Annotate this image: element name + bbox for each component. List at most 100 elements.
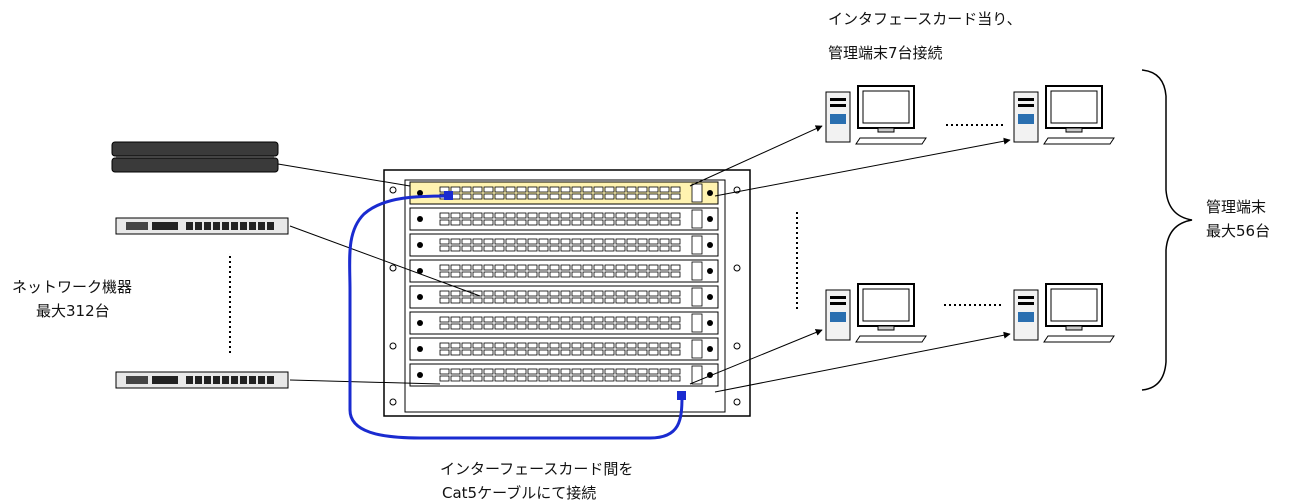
port	[615, 212, 626, 219]
port	[472, 323, 483, 330]
keyboard	[855, 137, 927, 145]
interface-card	[409, 207, 719, 231]
port	[516, 186, 527, 193]
port	[472, 245, 483, 252]
port	[505, 219, 516, 226]
port	[560, 193, 571, 200]
port	[582, 323, 593, 330]
port	[527, 271, 538, 278]
port	[560, 290, 571, 297]
port	[472, 271, 483, 278]
switch-port	[231, 376, 238, 384]
port	[626, 264, 637, 271]
card-led	[417, 242, 423, 248]
port	[483, 368, 494, 375]
drive-bay	[830, 114, 846, 124]
port	[637, 297, 648, 304]
port	[593, 219, 604, 226]
port	[659, 297, 670, 304]
port	[516, 264, 527, 271]
card-led	[417, 372, 423, 378]
port	[659, 368, 670, 375]
port	[604, 375, 615, 382]
port	[516, 375, 527, 382]
port	[637, 264, 648, 271]
port	[450, 245, 461, 252]
port	[527, 368, 538, 375]
port	[560, 219, 571, 226]
interface-card-slot	[409, 363, 719, 387]
port	[626, 212, 637, 219]
port	[648, 186, 659, 193]
port	[626, 316, 637, 323]
rack-screw	[389, 186, 397, 194]
port	[450, 316, 461, 323]
port	[439, 368, 450, 375]
port	[648, 323, 659, 330]
interface-card	[409, 285, 719, 309]
port	[670, 323, 681, 330]
port	[461, 271, 472, 278]
monitor-stand	[1065, 325, 1083, 331]
port	[494, 297, 505, 304]
desktop-computer-icon	[1013, 283, 1115, 343]
port	[450, 323, 461, 330]
port	[571, 290, 582, 297]
port	[483, 186, 494, 193]
port	[626, 193, 637, 200]
interface-card-slot	[409, 311, 719, 335]
port	[538, 297, 549, 304]
port	[659, 186, 670, 193]
switch-panel	[152, 376, 178, 384]
port	[516, 290, 527, 297]
port	[648, 368, 659, 375]
port	[582, 349, 593, 356]
port	[670, 316, 681, 323]
port	[648, 219, 659, 226]
port	[461, 375, 472, 382]
port	[670, 186, 681, 193]
interface-card-slot	[409, 207, 719, 231]
keyboard	[855, 335, 927, 343]
port	[472, 219, 483, 226]
switch-port	[258, 376, 265, 384]
interface-card	[409, 363, 719, 387]
port	[615, 193, 626, 200]
interface-card	[409, 337, 719, 361]
port	[494, 238, 505, 245]
port	[538, 271, 549, 278]
port	[582, 368, 593, 375]
port	[582, 290, 593, 297]
port	[582, 186, 593, 193]
port	[615, 290, 626, 297]
port	[593, 271, 604, 278]
port	[626, 349, 637, 356]
port	[670, 193, 681, 200]
switch-port	[195, 222, 202, 230]
mgmt-terminals-label-line2: 最大56台	[1206, 222, 1271, 240]
card-led	[707, 294, 713, 300]
port	[615, 245, 626, 252]
port	[450, 219, 461, 226]
port	[670, 212, 681, 219]
port	[637, 271, 648, 278]
rack-inner-frame	[404, 179, 726, 413]
port	[538, 316, 549, 323]
port	[505, 342, 516, 349]
port	[670, 219, 681, 226]
interface-card	[409, 233, 719, 257]
port	[615, 238, 626, 245]
cable-note-label-line2: Cat5ケーブルにて接続	[442, 484, 597, 502]
port	[549, 271, 560, 278]
port	[516, 193, 527, 200]
port	[593, 186, 604, 193]
port	[527, 186, 538, 193]
port	[571, 212, 582, 219]
port	[472, 316, 483, 323]
port	[483, 290, 494, 297]
port	[538, 193, 549, 200]
port	[670, 264, 681, 271]
port	[615, 342, 626, 349]
port	[637, 368, 648, 375]
port	[505, 368, 516, 375]
